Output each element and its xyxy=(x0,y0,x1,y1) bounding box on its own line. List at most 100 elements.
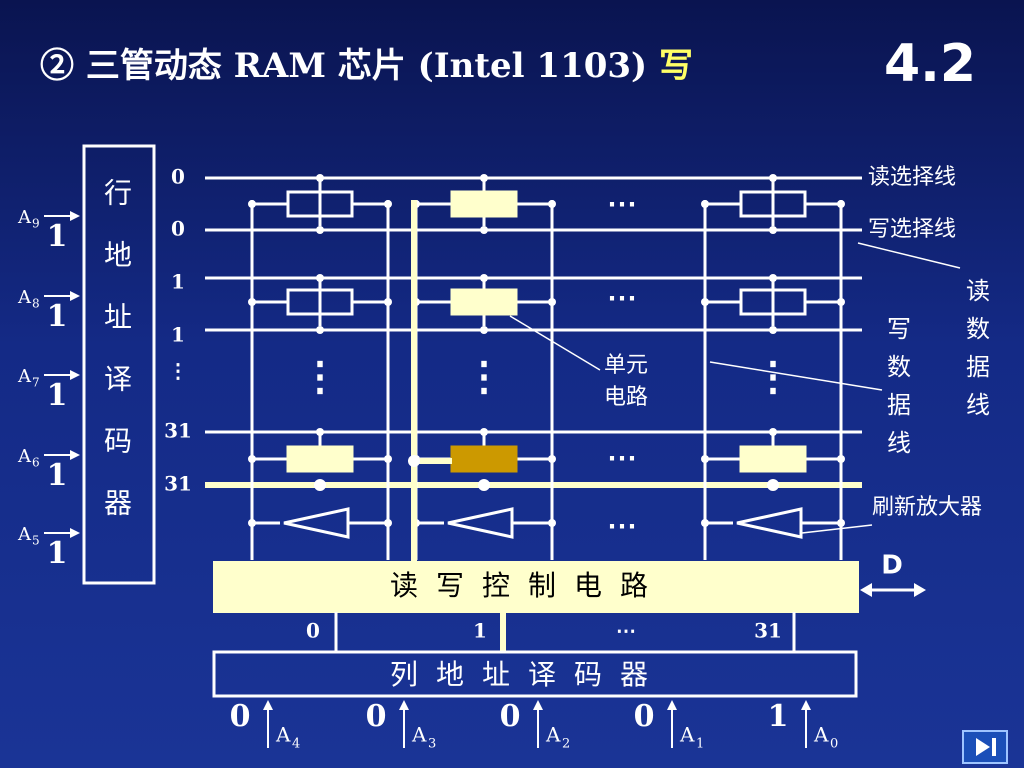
row-input-arrow-head xyxy=(70,450,80,460)
write-select-junction xyxy=(480,226,488,234)
title-highlight: 写 xyxy=(659,46,693,86)
rw-control-char: 控 xyxy=(482,569,510,602)
cell-node-dot xyxy=(384,455,392,463)
amp-node-dot xyxy=(248,519,256,527)
memory-cell xyxy=(286,190,354,218)
cell-node-dot xyxy=(384,200,392,208)
cell-node-dot xyxy=(837,455,845,463)
row-number: 31 xyxy=(164,419,192,443)
column-vertical-dots: ⋮ xyxy=(300,353,340,400)
row-input-name: A xyxy=(17,287,32,308)
rw-control-char: 制 xyxy=(528,569,556,602)
col-input-value: 0 xyxy=(500,699,521,734)
col-decoder-char: 列 xyxy=(390,658,418,691)
column-horizontal-dots: ⋯ xyxy=(607,509,637,544)
row-decoder-char: 器 xyxy=(104,487,132,520)
label-read-data-char: 据 xyxy=(966,353,990,381)
section-number: 4.2 xyxy=(884,34,977,94)
write-select-junction xyxy=(316,226,324,234)
amp-node-dot xyxy=(384,519,392,527)
memory-cell xyxy=(450,190,518,218)
rw-control-box xyxy=(213,561,859,613)
rw-control-char: 电 xyxy=(574,569,602,602)
label-write-data-char: 据 xyxy=(887,391,911,419)
row-number: 1 xyxy=(171,323,185,347)
column-output-number: 1 xyxy=(473,619,487,643)
row-input-arrow-head xyxy=(70,528,80,538)
col-input-name: A xyxy=(679,723,695,747)
memory-cell xyxy=(739,288,807,316)
row-input-value: 1 xyxy=(47,536,68,571)
leader-write-data xyxy=(709,361,883,391)
column-output-number: 0 xyxy=(306,619,320,643)
label-refresh-amplifier: 刷新放大器 xyxy=(872,495,982,520)
row-input-name: A xyxy=(17,446,32,467)
col-input-arrow-head xyxy=(533,700,543,710)
column-vertical-dots: ⋮ xyxy=(464,353,504,400)
selected-row-junction xyxy=(314,479,326,491)
col-input-arrow-head xyxy=(399,700,409,710)
col-decoder-box xyxy=(212,650,858,698)
row-decoder-box xyxy=(82,144,156,585)
col-input-name: A xyxy=(275,723,291,747)
play-next-button[interactable] xyxy=(962,730,1008,764)
read-select-junction xyxy=(480,428,488,436)
cell-node-dot xyxy=(248,200,256,208)
write-select-junction xyxy=(769,226,777,234)
col-input-value: 0 xyxy=(366,699,387,734)
cell-node-dot xyxy=(701,455,709,463)
cell-node-dot xyxy=(837,298,845,306)
title-circled-number: ② xyxy=(40,46,74,86)
row-input-subscript: 5 xyxy=(32,534,40,548)
memory-cell xyxy=(450,288,518,316)
row-decoder-char: 码 xyxy=(104,425,132,458)
rw-control-char: 路 xyxy=(620,569,648,602)
rw-control-char: 写 xyxy=(436,569,464,602)
col-input-subscript: 1 xyxy=(696,737,704,752)
d-arrow-head-right xyxy=(914,583,926,597)
row-input-value: 1 xyxy=(47,458,68,493)
col-input-value: 0 xyxy=(230,699,251,734)
col-decoder-char: 码 xyxy=(574,658,602,691)
col-decoder-char: 地 xyxy=(436,658,464,691)
cell-node-dot xyxy=(548,200,556,208)
col-input-name: A xyxy=(411,723,427,747)
row-number: 0 xyxy=(171,165,185,189)
label-unit-circuit: 电路 xyxy=(604,385,648,410)
row-number: ⋮ xyxy=(168,359,188,383)
col-input-subscript: 2 xyxy=(562,737,570,752)
memory-cell xyxy=(450,445,518,473)
col-input-subscript: 0 xyxy=(830,737,838,752)
memory-cell xyxy=(739,445,807,473)
leader-write-select xyxy=(857,242,961,269)
label-write-data-char: 数 xyxy=(887,353,911,381)
write-select-junction xyxy=(480,326,488,334)
row-input-arrow-head xyxy=(70,370,80,380)
row-input-subscript: 7 xyxy=(32,376,40,390)
selected-row-junction xyxy=(767,479,779,491)
row-decoder-char: 译 xyxy=(104,363,132,396)
slide-title: ② 三管动态 RAM 芯片 (Intel 1103) 写 xyxy=(40,38,693,87)
col-input-arrow-head xyxy=(263,700,273,710)
label-read-data-char: 读 xyxy=(966,277,990,305)
label-unit-circuit: 单元 xyxy=(604,353,648,378)
amp-node-dot xyxy=(548,519,556,527)
read-select-junction xyxy=(480,174,488,182)
col-decoder-char: 译 xyxy=(528,658,556,691)
row-number: 31 xyxy=(164,472,192,496)
column-horizontal-dots: ⋯ xyxy=(607,281,637,316)
selected-row-junction xyxy=(478,479,490,491)
col-input-subscript: 3 xyxy=(428,737,436,752)
col-input-arrow-head xyxy=(667,700,677,710)
memory-cell xyxy=(286,445,354,473)
label-read-data-char: 线 xyxy=(966,391,990,419)
cell-node-dot xyxy=(248,298,256,306)
write-select-junction xyxy=(316,326,324,334)
col-input-value: 1 xyxy=(768,699,789,734)
rw-control-char: 读 xyxy=(390,569,418,602)
read-select-junction xyxy=(769,428,777,436)
refresh-amplifier xyxy=(736,507,803,539)
col-decoder-char: 址 xyxy=(482,658,510,691)
cell-node-dot xyxy=(384,298,392,306)
